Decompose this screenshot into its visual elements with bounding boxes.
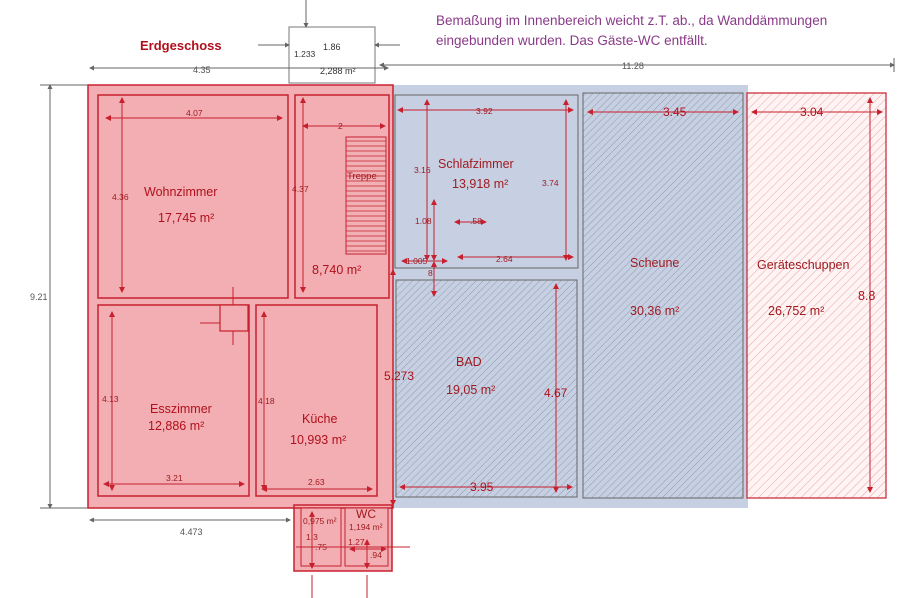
wc-area: 1,194 m² — [349, 522, 383, 532]
chimney-box — [219, 304, 249, 332]
dim-58: .58 — [470, 216, 482, 226]
esszimmer-name: Esszimmer — [150, 402, 212, 416]
dim-5-273: 5.273 — [384, 369, 414, 383]
dim-3-21: 3.21 — [166, 473, 183, 483]
dim-8: 8 — [428, 268, 433, 278]
dim-1-005: 1.005 — [406, 256, 428, 266]
staircase — [345, 136, 387, 255]
esszimmer-area: 12,886 m² — [148, 419, 204, 433]
dim-1-27: 1.27 — [348, 537, 365, 547]
dim-4-473: 4.473 — [180, 527, 203, 537]
dim-9-21: 9.21 — [30, 292, 48, 302]
vorraum-room — [300, 507, 342, 567]
wc-name: WC — [356, 507, 376, 521]
dim-8-8: 8.8 — [858, 289, 875, 303]
annotation-note: Bemaßung im Innenbereich weicht z.T. ab.… — [436, 11, 906, 51]
dim-3-16: 3.16 — [414, 165, 431, 175]
dim-3-92: 3.92 — [476, 106, 493, 116]
bad-area: 19,05 m² — [446, 383, 495, 397]
bad-name: BAD — [456, 355, 482, 369]
dim-2: 2 — [338, 121, 343, 131]
dim-3-74: 3.74 — [542, 178, 559, 188]
dim-4-37: 4.37 — [292, 184, 309, 194]
scheune-room — [582, 92, 744, 499]
entry-area: 2,288 m² — [320, 66, 356, 76]
dim-4-13: 4.13 — [102, 394, 119, 404]
dim-3-45: 3.45 — [663, 105, 687, 119]
dim-11-28: 11.28 — [622, 61, 644, 71]
dim-2-63: 2.63 — [308, 477, 325, 487]
dim-4-07: 4.07 — [186, 108, 203, 118]
vorraum-area: 0,975 m² — [303, 516, 337, 526]
treppe-name: Treppe — [347, 171, 377, 182]
dim-1-233: 1.233 — [294, 49, 316, 59]
wohnzimmer-area: 17,745 m² — [158, 211, 214, 225]
schlafzimmer-name: Schlafzimmer — [438, 157, 514, 171]
dim-4-35: 4.35 — [193, 65, 211, 75]
schlafzimmer-area: 13,918 m² — [452, 177, 508, 191]
dim-2-64: 2.64 — [496, 254, 513, 264]
bad-room — [395, 279, 578, 498]
entry-porch — [288, 26, 376, 84]
dim-3-95: 3.95 — [470, 480, 494, 494]
esszimmer-room — [97, 304, 250, 497]
geraeteschuppen-name: Geräteschuppen — [757, 258, 849, 272]
dim-4-67: 4.67 — [544, 386, 568, 400]
note-line-2: eingebunden wurden. Das Gäste-WC entfäll… — [436, 33, 708, 48]
dim-94: .94 — [370, 550, 382, 560]
wohnzimmer-name: Wohnzimmer — [144, 185, 217, 199]
treppe-area: 8,740 m² — [312, 263, 361, 277]
interior-dimension-lines — [103, 97, 883, 598]
geraeteschuppen-room — [746, 92, 887, 499]
scheune-area: 30,36 m² — [630, 304, 679, 318]
scheune-name: Scheune — [630, 256, 679, 270]
dim-1-3: 1.3 — [306, 532, 318, 542]
dim-1-86: 1.86 — [323, 42, 341, 52]
note-line-1: Bemaßung im Innenbereich weicht z.T. ab.… — [436, 13, 828, 28]
dim-4-36: 4.36 — [112, 192, 129, 202]
dim-75: .75 — [315, 542, 327, 552]
dim-4-18: 4.18 — [258, 396, 275, 406]
geraeteschuppen-area: 26,752 m² — [768, 304, 824, 318]
kueche-area: 10,993 m² — [290, 433, 346, 447]
exterior-dimension-lines — [40, 0, 895, 523]
dim-1-08: 1.08 — [415, 216, 432, 226]
plan-title: Erdgeschoss — [140, 38, 222, 53]
kueche-room — [255, 304, 378, 497]
wohnzimmer-room — [97, 94, 289, 299]
kueche-name: Küche — [302, 412, 337, 426]
dim-3-04: 3.04 — [800, 105, 824, 119]
